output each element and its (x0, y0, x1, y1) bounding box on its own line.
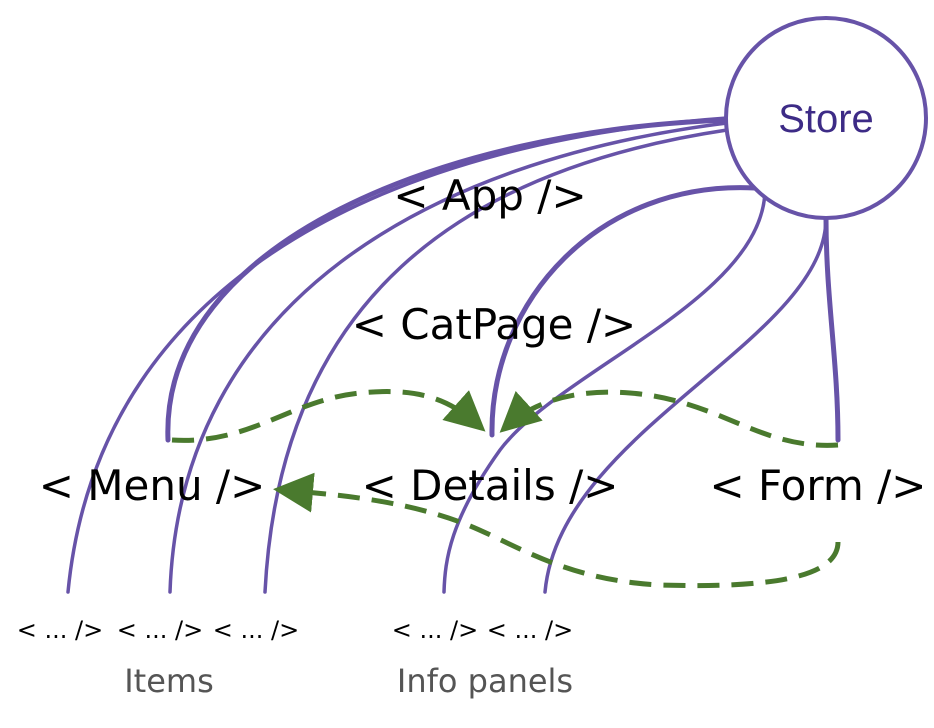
details-label: < Details /> (362, 461, 619, 510)
items-group-label: Items (124, 662, 214, 700)
info-panels-group-label: Info panels (397, 662, 573, 700)
store-link-panel2 (543, 216, 828, 594)
event-flows (171, 389, 841, 589)
panel-child-1: < ... /> (392, 616, 478, 644)
item-child-2: < ... /> (117, 616, 203, 644)
form-label: < Form /> (709, 461, 926, 510)
store-circle (724, 16, 928, 220)
item-child-3: < ... /> (213, 616, 299, 644)
catpage-label: < CatPage /> (352, 300, 636, 349)
form-to-menu-arrow (273, 472, 841, 589)
menu-label: < Menu /> (39, 461, 266, 510)
store-link-menu (165, 117, 730, 443)
store-node: Store (724, 16, 928, 220)
panel-child-2: < ... /> (487, 616, 573, 644)
menu-to-details-arrow (171, 389, 486, 443)
store-link-form (823, 215, 841, 443)
item-child-1: < ... /> (17, 616, 103, 644)
app-label: < App /> (393, 171, 586, 220)
form-to-details-arrow (499, 389, 839, 448)
store-link-item2 (168, 121, 729, 594)
store-link-details (489, 185, 758, 438)
store-label: Store (778, 97, 874, 141)
